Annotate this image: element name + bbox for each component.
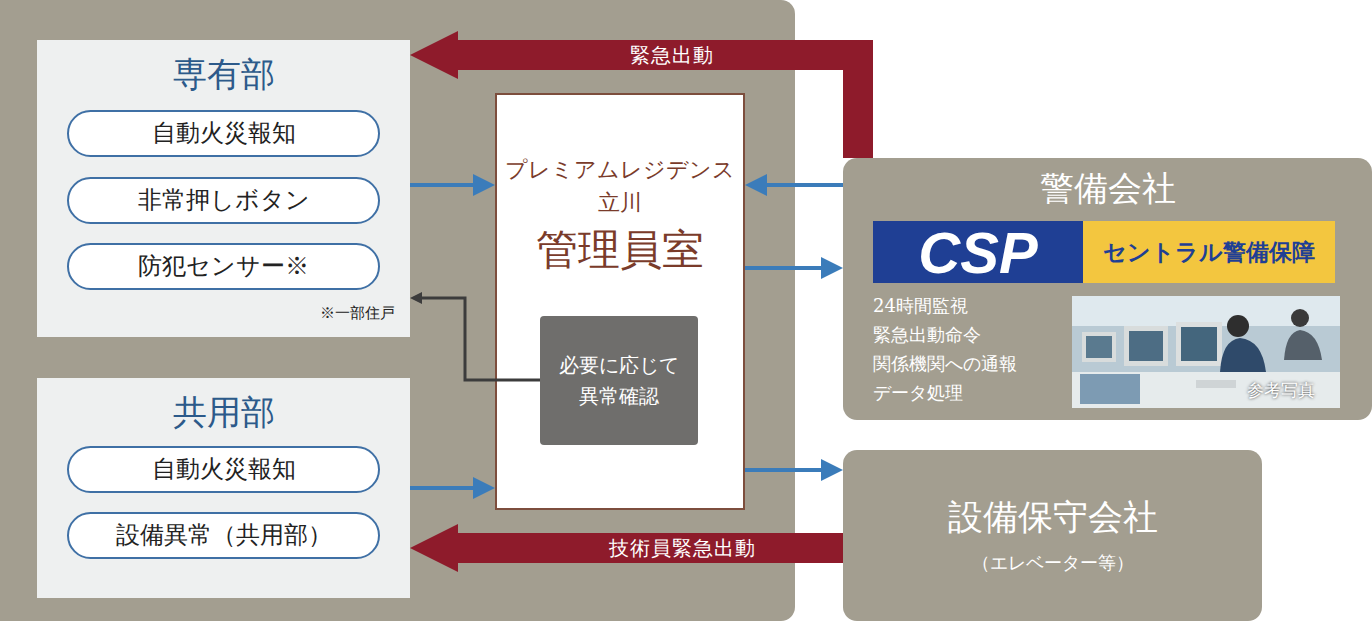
item-label: 設備異常（共用部） xyxy=(69,514,378,557)
section-heading: 共用部 xyxy=(37,392,410,433)
photo-monitor xyxy=(1176,322,1222,366)
building-name: プレミアムレジデンス 立川 xyxy=(505,153,735,219)
check-arrow xyxy=(422,298,540,380)
photo-caption: 参考写真 xyxy=(1226,376,1336,404)
photo-screen xyxy=(1129,331,1163,361)
item-label: 自動火災報知 xyxy=(69,112,378,155)
logo-mark xyxy=(873,221,1083,283)
signal-arrow xyxy=(745,468,821,472)
photo-keyboard xyxy=(1196,380,1236,388)
photo-person-body xyxy=(1284,330,1322,360)
item-pill: 防犯センサー※ xyxy=(67,243,380,290)
item-pill: 非常押しボタン xyxy=(67,177,380,224)
signal-arrow xyxy=(767,183,843,187)
photo-person-head xyxy=(1227,315,1249,337)
item-label: 非常押しボタン xyxy=(69,179,378,222)
signal-arrow xyxy=(410,183,473,187)
group-panel xyxy=(0,0,795,621)
company-box: 設備保守会社 （エレベーター等） xyxy=(843,450,1262,621)
section-box: 専有部 ※一部住戸 自動火災報知非常押しボタン防犯センサー※ xyxy=(37,40,410,337)
footnote: ※一部住戸 xyxy=(207,304,395,322)
check-box: 必要に応じて 異常確認 xyxy=(540,316,698,445)
item-label: 自動火災報知 xyxy=(69,448,378,491)
company-title: 設備保守会社 xyxy=(843,496,1262,538)
photo-monitor xyxy=(1124,326,1168,366)
dispatch-arrow xyxy=(458,533,843,563)
company-note: （エレベーター等） xyxy=(843,552,1262,574)
signal-arrow xyxy=(410,486,473,490)
photo-binders xyxy=(1080,374,1140,404)
signal-arrow xyxy=(745,266,821,270)
photo-screen xyxy=(1086,336,1112,358)
photo-monitor xyxy=(1082,332,1116,362)
office-box: プレミアムレジデンス 立川管理員室必要に応じて 異常確認 xyxy=(495,93,745,510)
edge-label: 技術員緊急出動 xyxy=(609,535,756,562)
item-pill: 設備異常（共用部） xyxy=(67,512,380,559)
section-heading: 専有部 xyxy=(37,54,410,95)
photo-person-body xyxy=(1220,338,1266,372)
photo-desk xyxy=(1072,372,1340,408)
photo-screen xyxy=(1181,327,1217,361)
dispatch-arrow xyxy=(458,55,858,158)
logo-text: セントラル警備保障 xyxy=(1083,221,1335,283)
office-title: 管理員室 xyxy=(497,225,743,275)
photo-person-head xyxy=(1291,309,1309,327)
company-title: 警備会社 xyxy=(843,168,1372,209)
reference-photo xyxy=(1072,296,1340,408)
photo-wall xyxy=(1072,296,1340,326)
section-box: 共用部自動火災報知設備異常（共用部） xyxy=(37,378,410,598)
logo-band xyxy=(1083,221,1335,283)
logo-text: CSP xyxy=(873,221,1083,283)
edge-label: 緊急出動 xyxy=(630,42,714,69)
item-pill: 自動火災報知 xyxy=(67,446,380,493)
service-list: 24時間監視 緊急出動命令 関係機関への通報 データ処理 xyxy=(873,291,1041,408)
item-pill: 自動火災報知 xyxy=(67,110,380,157)
item-label: 防犯センサー※ xyxy=(69,245,378,288)
check-label: 必要に応じて 異常確認 xyxy=(540,316,698,445)
photo-background xyxy=(1072,296,1340,408)
